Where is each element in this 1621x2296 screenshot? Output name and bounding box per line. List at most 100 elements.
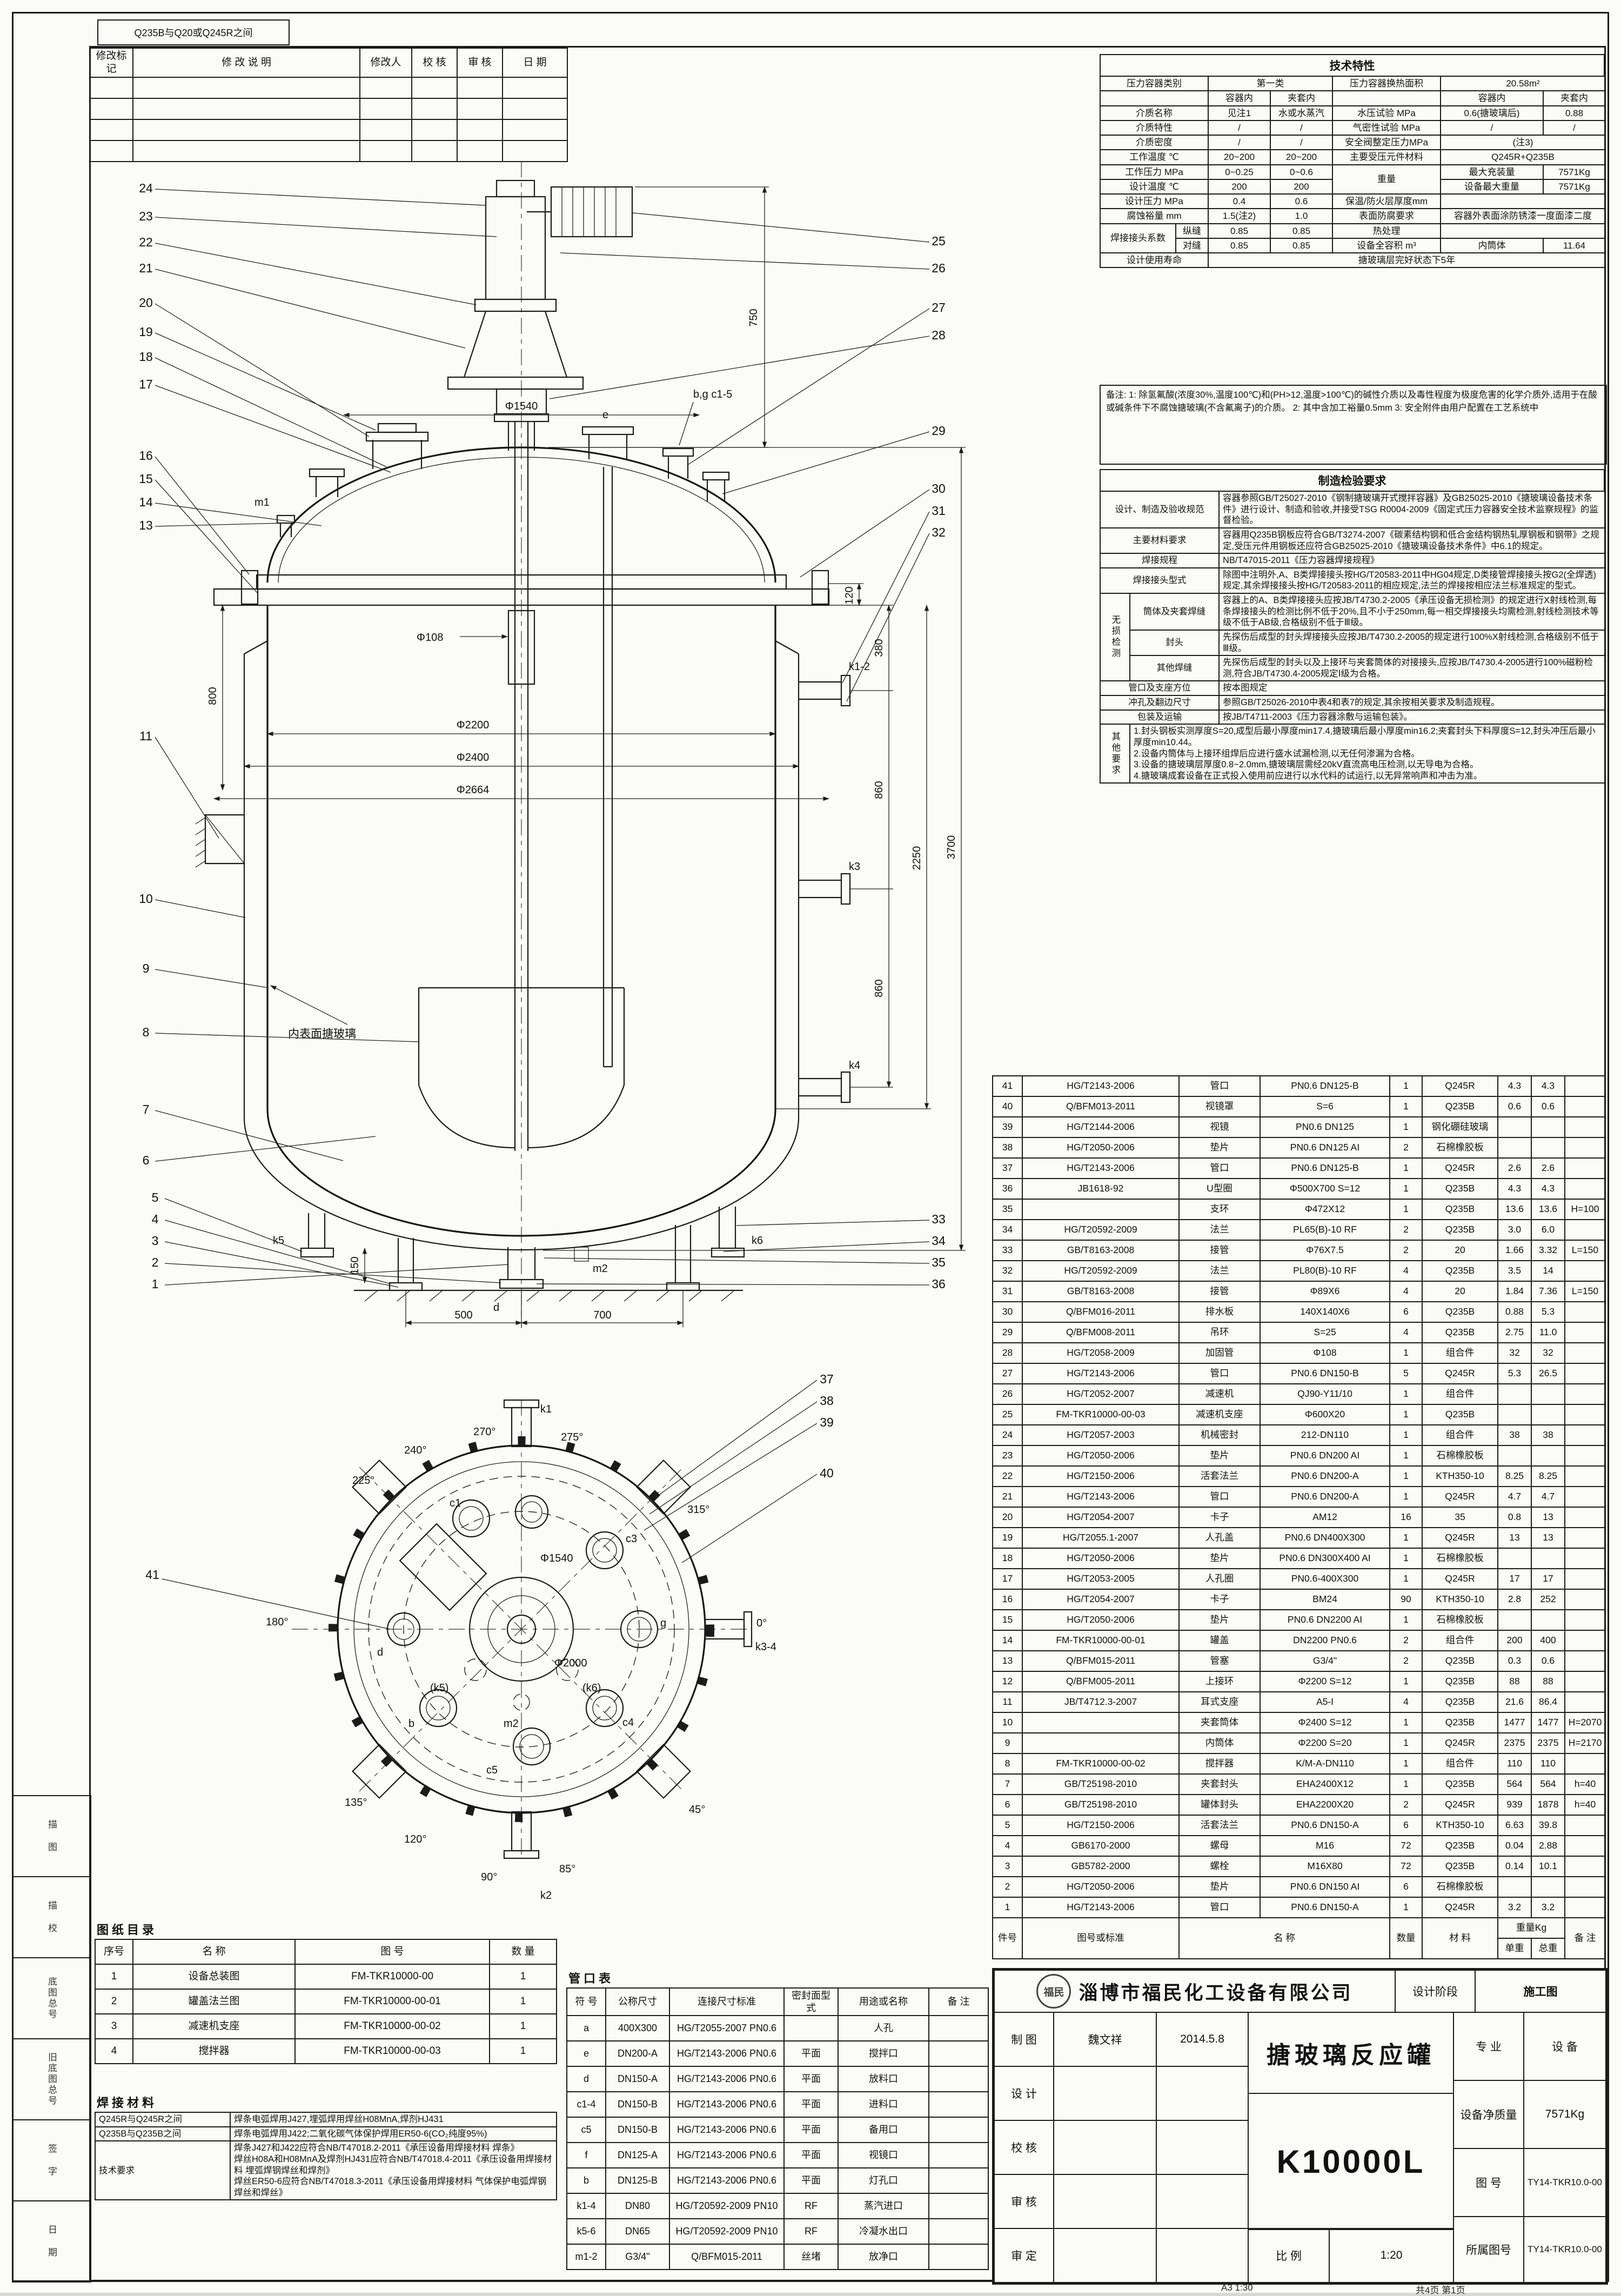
table-cell: 3.2 [1497, 1897, 1532, 1918]
table-cell: 焊接接头系数 [1100, 223, 1176, 253]
manufacture-table: 设计、制造及验收规范容器参照GB/T25027-2010《钢制搪玻璃开式搅拌容器… [1100, 491, 1606, 784]
table-cell: 人孔 [838, 2015, 929, 2041]
support-lug [195, 814, 245, 868]
table-cell: Q245R [1422, 1568, 1498, 1590]
table-cell: 2 [992, 1876, 1023, 1898]
table-cell [1564, 1137, 1606, 1159]
table-cell: 0.85 [1270, 223, 1333, 239]
table-cell: 管口及支座方位 [1100, 680, 1220, 696]
nozzle-label-m1: m1 [254, 497, 270, 508]
plan-label-g: g [660, 1617, 666, 1629]
balloon-31: 31 [932, 504, 946, 518]
table-cell: 35 [992, 1199, 1023, 1220]
table-cell: 上接环 [1178, 1671, 1261, 1692]
table-cell: Φ76X7.5 [1260, 1240, 1390, 1261]
role-approve-date [1156, 2228, 1249, 2283]
table-cell: 0.88 [1543, 105, 1606, 121]
table-cell: HG/T2143-2006 PN0.6 [669, 2040, 785, 2067]
table-cell [1564, 1630, 1606, 1651]
balloon-leaders [155, 189, 930, 1288]
table-cell: 搅拌口 [838, 2040, 929, 2067]
table-cell: G3/4" [605, 2244, 670, 2270]
table-cell: 39 [992, 1116, 1023, 1138]
tb-dwgno-label: 图 号 [1453, 2148, 1524, 2217]
table-cell: PL65(B)-10 RF [1260, 1219, 1390, 1241]
table-cell: 螺栓 [1178, 1856, 1261, 1877]
welding-title: 焊接材料 [97, 2096, 158, 2110]
table-cell: 管口 [1178, 1363, 1261, 1384]
balloon-15: 15 [139, 472, 153, 486]
table-cell: 26.5 [1531, 1363, 1565, 1384]
table-cell: 1 [1389, 1157, 1423, 1179]
table-cell: 200 [1208, 178, 1271, 195]
table-cell [1564, 1671, 1606, 1692]
role-check-label: 校 核 [994, 2120, 1054, 2175]
balloon-24: 24 [139, 181, 153, 195]
table-cell [1531, 1137, 1565, 1159]
table-cell [1564, 1897, 1606, 1918]
table-cell [359, 76, 412, 99]
table-cell: L=150 [1564, 1240, 1606, 1261]
plan-centerlines [292, 1400, 751, 1859]
table-cell: 1 [489, 1989, 557, 2014]
tb-parentno-value: TY14-TKR10.0-00 [1523, 2216, 1606, 2283]
table-cell: 140X140X6 [1260, 1301, 1390, 1323]
bottom-nozzles-and-legs [300, 1207, 745, 1302]
table-cell: HG/T20592-2009 PN10 [669, 2193, 785, 2219]
table-cell: 11.0 [1531, 1322, 1565, 1343]
tb-dwgno-value: TY14-TKR10.0-00 [1523, 2148, 1606, 2217]
table-cell: 1 [1389, 1096, 1423, 1117]
dim-label: 860 [873, 781, 885, 799]
table-cell: PN0.6 DN150-A [1260, 1815, 1390, 1836]
table-cell [1564, 1650, 1606, 1672]
table-cell: 1 [1389, 1404, 1423, 1425]
angle-label-85: 85° [559, 1863, 575, 1875]
strip-box-3: 底图总号 [12, 1957, 91, 2039]
angle-label-90: 90° [481, 1871, 497, 1883]
table-cell: 2.6 [1531, 1157, 1565, 1179]
table-cell: 图 号 [294, 1939, 490, 1965]
table-cell: 2 [1389, 1650, 1423, 1672]
table-cell [89, 118, 133, 141]
table-cell: 搪玻璃层完好状态下5年 [1208, 252, 1606, 269]
table-cell: HG/T2143-2006 PN0.6 [669, 2142, 785, 2168]
table-cell: 排水板 [1178, 1301, 1261, 1323]
table-cell: 4.3 [1531, 1075, 1565, 1097]
table-cell [1531, 1116, 1565, 1138]
table-cell: RF [783, 2218, 839, 2245]
table-cell: 5 [1389, 1363, 1423, 1384]
role-design-label: 设 计 [994, 2066, 1054, 2121]
table-cell: 1 [1389, 1732, 1423, 1754]
table-cell: FM-TKR10000-00-03 [1022, 1404, 1180, 1425]
table-cell: Q235B [1422, 1712, 1498, 1733]
balloon-16: 16 [139, 449, 153, 463]
table-cell [411, 97, 458, 120]
table-cell: 重量 [1332, 164, 1441, 195]
table-cell: S=25 [1260, 1322, 1390, 1343]
table-cell: Q245R与Q245R之间 [95, 2112, 231, 2127]
balloon-19: 19 [139, 325, 153, 339]
agitator [418, 421, 625, 1151]
table-row: 封头先探伤后成型的封头焊接接头应按JB/T4730.2-2005的规定进行100… [1100, 629, 1606, 657]
table-cell: 1 [1389, 1897, 1423, 1918]
table-cell [1531, 1548, 1565, 1569]
table-cell [928, 2040, 989, 2067]
table-cell: 管口 [1178, 1157, 1261, 1179]
table-cell: 1.5(注2) [1208, 208, 1271, 224]
table-cell: KTH350-10 [1422, 1815, 1498, 1836]
table-cell: HG/T2050-2006 [1022, 1876, 1180, 1898]
table-cell: 热处理 [1332, 223, 1441, 239]
table-cell [928, 2015, 989, 2041]
plan-dim-phi1540: Φ1540 [540, 1552, 573, 1564]
table-cell: HG/T2057-2003 [1022, 1424, 1180, 1446]
